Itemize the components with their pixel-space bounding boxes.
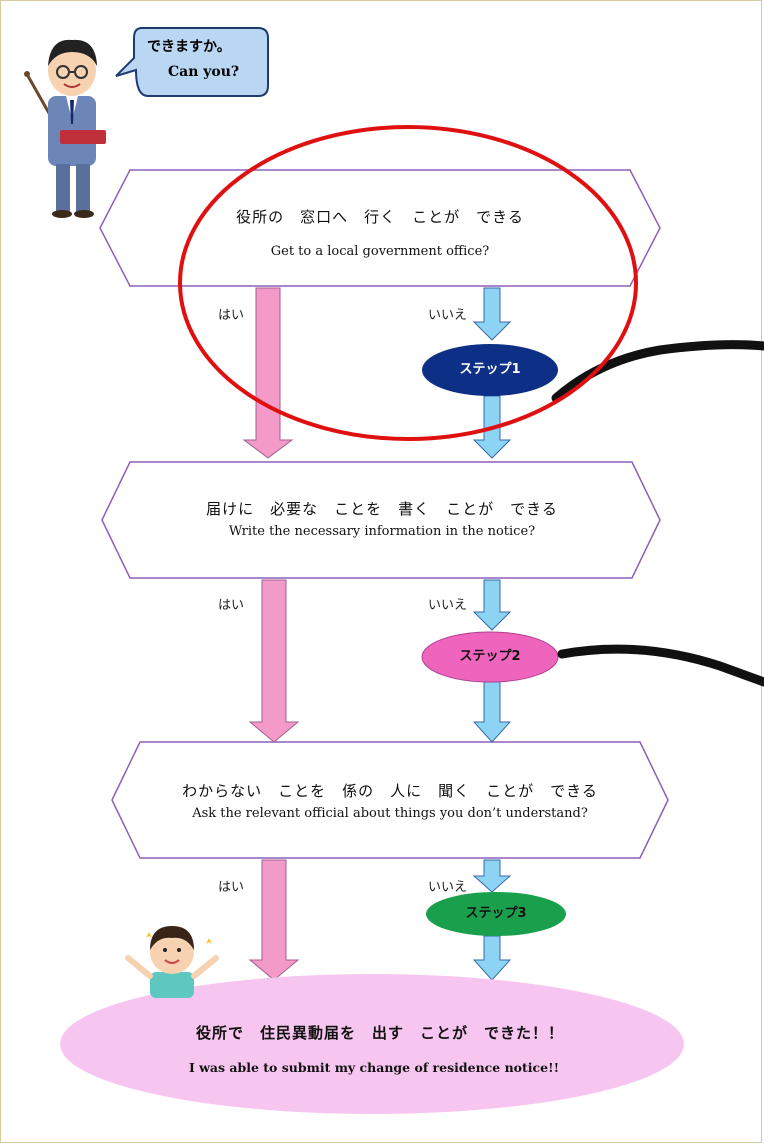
question-1-en: Get to a local government office? [270, 244, 490, 259]
question-box-3 [111, 741, 669, 859]
step3-oval [426, 892, 566, 936]
question-box-2 [101, 461, 661, 579]
no-arrow-2a [472, 579, 512, 631]
step1-oval [422, 344, 558, 396]
teacher-icon [24, 39, 106, 218]
brush-stroke-2 [557, 644, 764, 687]
no-arrow-3a [472, 859, 512, 893]
step3-label: ステップ3 [465, 906, 527, 921]
yes-arrow-2 [248, 579, 300, 743]
child-icon [125, 926, 219, 998]
yes-label-3: はい [218, 880, 245, 895]
question-2-en: Write the necessary information in the n… [228, 524, 536, 539]
speech-bubble [115, 27, 269, 97]
step2-label: ステップ2 [459, 649, 521, 664]
goal-en: I was able to submit my change of reside… [188, 1060, 560, 1075]
question-box-1 [99, 169, 661, 287]
question-2-jp: 届けに 必要な ことを 書く ことが できる [206, 500, 558, 518]
step1-label: ステップ1 [459, 362, 521, 377]
yes-label-1: はい [218, 308, 245, 323]
question-3-en: Ask the relevant official about things y… [192, 806, 588, 821]
goal-ellipse [60, 974, 684, 1114]
no-label-2: いいえ [428, 598, 468, 613]
yes-arrow-1 [242, 287, 294, 459]
no-arrow-1a [472, 287, 512, 341]
no-arrow-3b [472, 935, 512, 981]
goal-jp: 役所で 住民異動届を 出す ことが できた！！ [195, 1024, 565, 1042]
bubble-en-text: Can you? [168, 64, 240, 80]
yes-label-2: はい [218, 598, 245, 613]
yes-arrow-3 [248, 859, 300, 981]
no-arrow-2b [472, 679, 512, 743]
question-3-jp: わからない ことを 係の 人に 聞く ことが できる [182, 782, 598, 800]
highlight-red-circle [178, 125, 638, 441]
question-1-jp: 役所の 窓口へ 行く ことが できる [236, 208, 524, 226]
step2-oval [421, 631, 559, 683]
no-label-3: いいえ [428, 880, 468, 895]
brush-stroke-1 [551, 340, 764, 403]
bubble-jp-text: できますか。 [147, 39, 231, 55]
no-label-1: いいえ [428, 308, 468, 323]
